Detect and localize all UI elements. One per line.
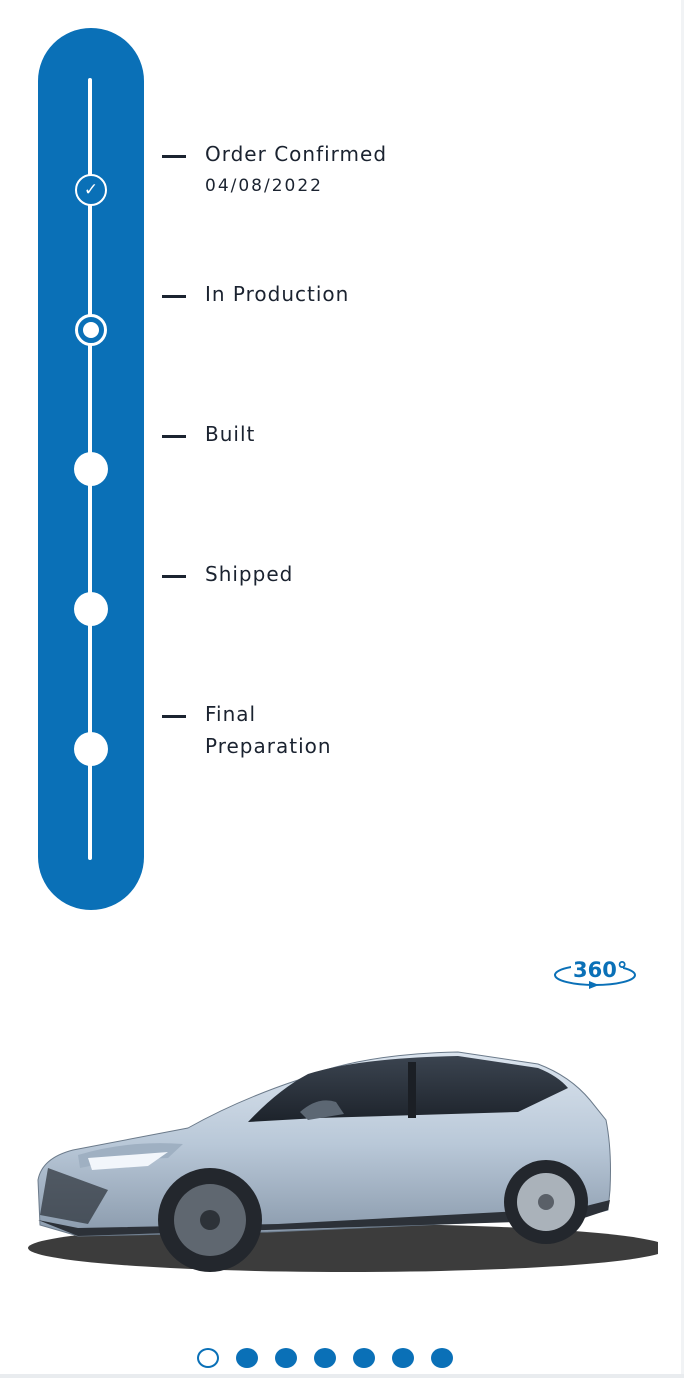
step-pending-icon bbox=[74, 592, 108, 626]
step-dash bbox=[162, 295, 186, 298]
pagination-dot[interactable] bbox=[314, 1348, 336, 1368]
step-current-icon bbox=[75, 314, 107, 346]
rotate-360-button[interactable]: 360° bbox=[553, 954, 639, 992]
step-pending-icon bbox=[74, 452, 108, 486]
car-illustration bbox=[28, 1051, 668, 1272]
step-dash bbox=[162, 435, 186, 438]
step-label-final: Final bbox=[205, 702, 257, 726]
step-complete-icon: ✓ bbox=[75, 174, 107, 206]
pagination-dot-active[interactable] bbox=[197, 1348, 219, 1368]
bottom-divider bbox=[0, 1374, 684, 1378]
svg-text:360°: 360° bbox=[573, 958, 627, 982]
page-edge bbox=[681, 0, 684, 1378]
step-label-built: Built bbox=[205, 422, 256, 446]
pagination-dot[interactable] bbox=[275, 1348, 297, 1368]
step-label-order-confirmed: Order Confirmed bbox=[205, 142, 388, 166]
step-dash bbox=[162, 155, 186, 158]
step-label-preparation: Preparation bbox=[205, 734, 332, 758]
pagination-dot[interactable] bbox=[392, 1348, 414, 1368]
rotate-360-icon: 360° bbox=[554, 954, 636, 989]
carousel-pagination bbox=[197, 1348, 453, 1368]
checkmark-icon: ✓ bbox=[83, 179, 99, 200]
pagination-dot[interactable] bbox=[431, 1348, 453, 1368]
pagination-dot[interactable] bbox=[236, 1348, 258, 1368]
step-dash bbox=[162, 575, 186, 578]
step-label-shipped: Shipped bbox=[205, 562, 294, 586]
step-label-in-production: In Production bbox=[205, 282, 350, 306]
step-dash bbox=[162, 715, 186, 718]
step-pending-icon bbox=[74, 732, 108, 766]
pagination-dot[interactable] bbox=[353, 1348, 375, 1368]
vehicle-image[interactable] bbox=[18, 1040, 668, 1290]
step-date-order-confirmed: 04/08/2022 bbox=[205, 176, 323, 196]
